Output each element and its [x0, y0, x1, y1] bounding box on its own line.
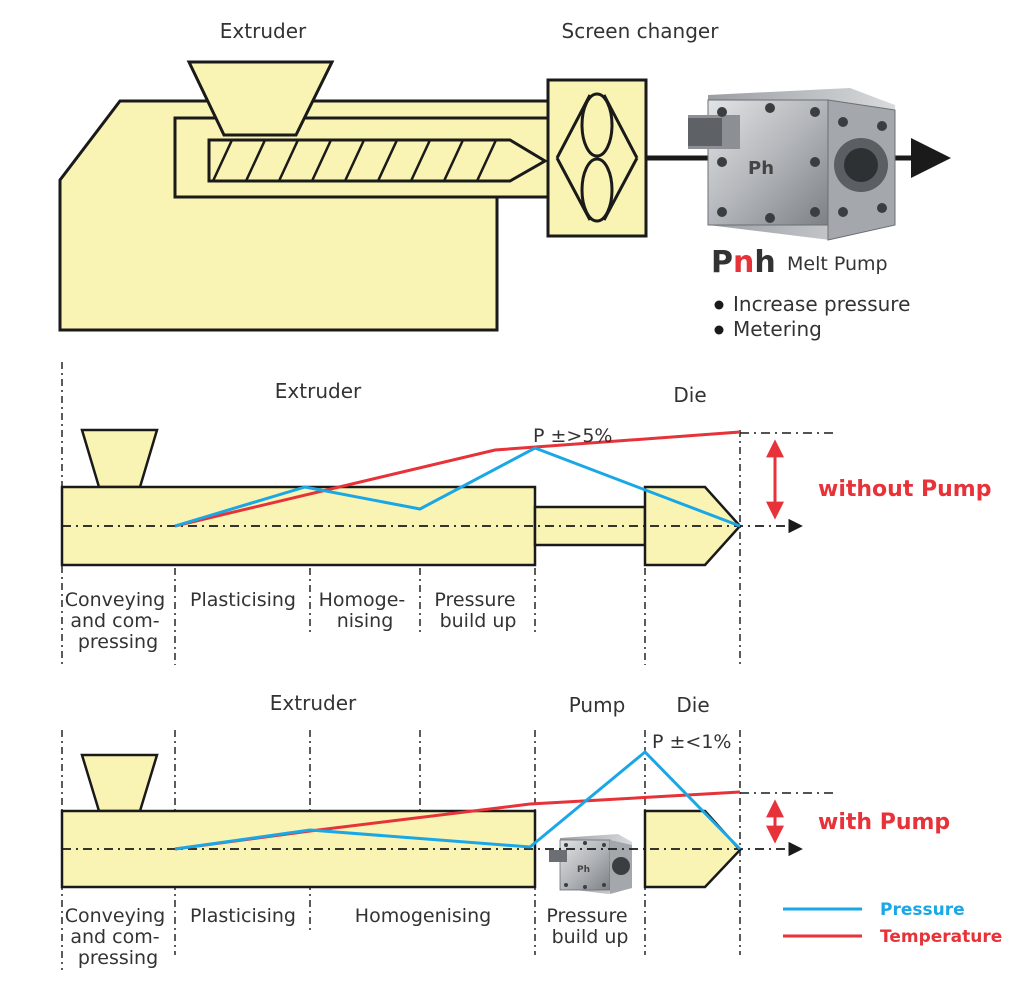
hopper: [80, 753, 159, 813]
temperature-curve: [174, 430, 741, 528]
brand-logo: Pnh: [711, 245, 776, 280]
screen-changer: [546, 78, 648, 238]
diagram-with-pump: Extruder Pump Die Ph P ±<1% wi: [60, 691, 950, 970]
die-label: Die: [673, 383, 706, 407]
bullet-dot: [714, 300, 724, 310]
extruder-label: Extruder: [275, 379, 362, 403]
top-section: Extruder Screen changer: [58, 19, 951, 341]
pump-badge: Ph: [577, 865, 590, 875]
zone-conveying: Conveying and com- pressing: [65, 589, 172, 653]
bullet-increase-pressure: Increase pressure: [733, 292, 910, 316]
product-label: Melt Pump: [787, 253, 888, 275]
legend-temperature-label: Temperature: [880, 927, 1002, 947]
hopper: [80, 428, 159, 489]
zone-homogenising: Homoge- nising: [319, 589, 412, 632]
screw-flights: [211, 139, 498, 182]
pressure-curve: [174, 749, 742, 851]
zone-pressure-build-up: Pressure build up: [546, 905, 633, 948]
without-pump-label: without Pump: [818, 477, 991, 502]
hopper: [186, 60, 335, 137]
pressure-note: P ±<1%: [652, 731, 731, 753]
pressure-note: P ±>5%: [533, 425, 612, 447]
zone-pressure-build-up: Pressure build up: [434, 589, 521, 632]
screw: [207, 138, 548, 183]
zone-homogenising: Homogenising: [355, 905, 491, 927]
pump-label: Pump: [569, 693, 626, 717]
legend-pressure-label: Pressure: [880, 900, 965, 920]
screen-changer-label: Screen changer: [562, 19, 720, 43]
bullet-metering: Metering: [733, 317, 822, 341]
diagram-without-pump: Extruder Die P ±>5% without Pump Conveyi…: [60, 362, 991, 665]
zone-conveying: Conveying and com- pressing: [65, 905, 172, 969]
pressure-curve: [174, 446, 741, 528]
melt-pump-thumbnail: Ph: [549, 834, 632, 894]
zone-labels: Conveying and com- pressing Plasticising…: [65, 589, 521, 653]
pump-badge: Ph: [748, 158, 774, 179]
zone-plasticising: Plasticising: [190, 589, 296, 611]
extruder-label: Extruder: [270, 691, 357, 715]
legend: Pressure Temperature: [783, 900, 1002, 947]
bullet-dot: [714, 325, 724, 335]
extruder-label: Extruder: [220, 19, 307, 43]
melt-pump-image: Ph: [688, 88, 896, 241]
die-label: Die: [676, 693, 709, 717]
zone-plasticising: Plasticising: [190, 905, 296, 927]
zone-separators: [61, 362, 741, 665]
with-pump-label: with Pump: [818, 810, 950, 835]
zone-labels: Conveying and com- pressing Plasticising…: [65, 905, 633, 969]
